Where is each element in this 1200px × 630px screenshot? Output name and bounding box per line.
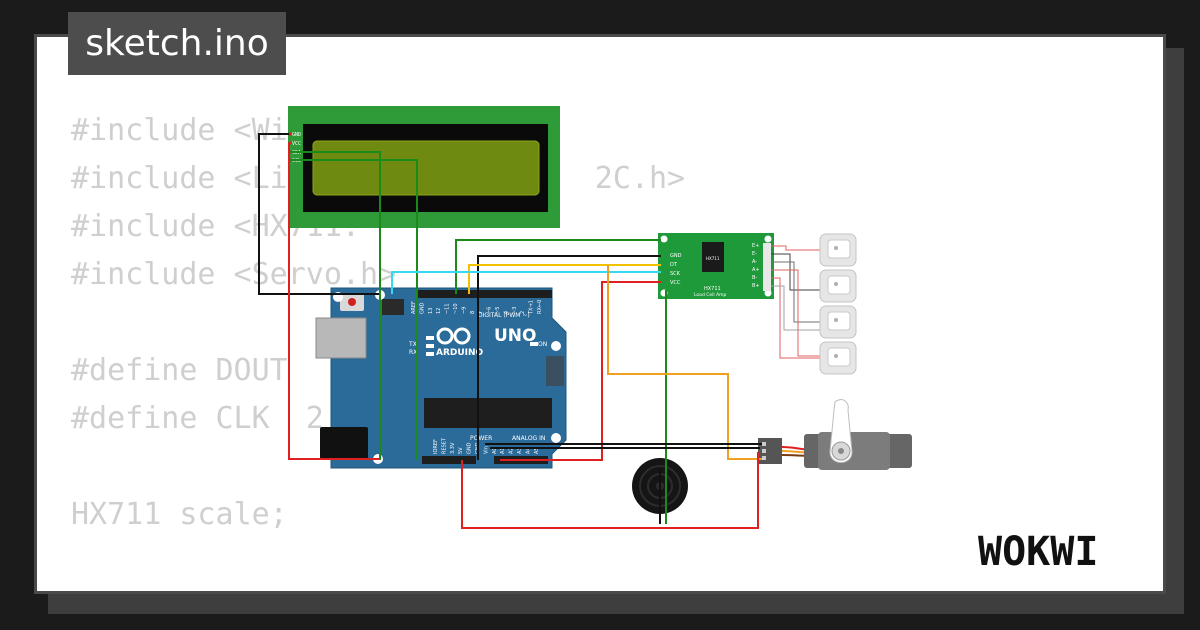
pin-label: ~6 — [487, 307, 493, 314]
power-label: POWER — [470, 435, 492, 442]
pin-label: IOREF — [433, 439, 439, 454]
pin-label: TX→1 — [529, 300, 535, 315]
wire-hx-vcc — [500, 281, 661, 461]
arduino-uno-board[interactable]: DIGITAL (PWM ~) UNO ARDUINO ON TX RX POW… — [315, 287, 567, 469]
pin-label: RX←0 — [537, 300, 543, 314]
code-line: #define CLK 2 — [71, 401, 324, 436]
load-cell-2[interactable] — [819, 269, 857, 303]
wire-lcd-vcc — [288, 143, 380, 460]
hx711-pin-label: B- — [752, 275, 757, 281]
code-line: HX711 scale; — [71, 497, 288, 532]
hx711-pin-label: GND — [670, 253, 682, 259]
pin-label: GND — [467, 442, 473, 454]
wires — [258, 133, 762, 529]
rx-label: RX — [409, 349, 417, 356]
hx711-pin-label: SCK — [670, 271, 681, 277]
code-preview: #include <Wi #include <Li 2C.h> #include <… — [71, 107, 686, 591]
wire-servo-power — [461, 452, 759, 529]
wire-lcd-scl — [289, 159, 418, 460]
lcd-pin-label: GND — [292, 132, 301, 138]
pin-label: RESET — [441, 437, 447, 454]
tx-label: TX — [408, 341, 417, 348]
load-cell-4[interactable] — [819, 341, 857, 375]
board-brand: ARDUINO — [436, 348, 484, 358]
lcd-pin-label: VCC — [292, 141, 301, 147]
wire-servo-signal — [607, 265, 762, 460]
pin-label: 2 — [520, 311, 526, 314]
wire-lcd-sda — [289, 151, 381, 460]
pin-label: ~3 — [512, 307, 518, 314]
wire-hx-sck-cyan — [391, 271, 661, 294]
pin-label: A0 — [492, 447, 498, 454]
hx711-title: HX711 — [704, 286, 721, 292]
code-line: #include <Servo.h> — [71, 257, 397, 292]
code-line: #include <Li 2C.h> — [71, 161, 686, 196]
hx711-pin-label: A- — [752, 259, 757, 265]
wokwi-logo-text: WOKWI — [978, 529, 1098, 575]
wire-hx-dt — [477, 255, 661, 460]
hx711-subtitle: Load Cell Amp — [694, 292, 727, 298]
pin-label: 3.3V — [450, 442, 456, 454]
hx711-module[interactable]: HX711 HX711 Load Cell Amp GND DT SCK VCC… — [658, 233, 774, 299]
wire-hx-gnd — [455, 239, 661, 294]
pin-label: 5V — [458, 447, 464, 454]
pin-label: 13 — [428, 308, 434, 314]
hx711-pin-label: DT — [670, 262, 678, 268]
hx711-chip-label: HX711 — [706, 256, 720, 261]
wire-hx-sck-yellow — [468, 264, 661, 294]
code-line: #define DOUT — [71, 353, 288, 388]
code-line: #include <Wi — [71, 113, 288, 148]
pin-label: 12 — [436, 308, 442, 314]
pin-label: GND — [419, 302, 425, 314]
pin-label: ~11 — [445, 303, 451, 314]
pin-label: ~10 — [453, 303, 459, 314]
pin-label: ~5 — [495, 307, 501, 314]
lcd-display[interactable]: GND VCC SDA SCL — [288, 106, 560, 228]
arduino-infinity-logo — [436, 327, 471, 345]
hx711-pin-label: B+ — [752, 283, 760, 289]
pin-label: A1 — [500, 447, 506, 454]
pin-label: A2 — [509, 447, 515, 454]
pin-label: 7 — [478, 311, 484, 314]
pin-label: ~9 — [461, 307, 467, 314]
wire-lcd-gnd — [258, 133, 380, 295]
board-model: UNO — [494, 326, 536, 346]
load-cell-3[interactable] — [819, 305, 857, 339]
hx711-pin-label: E- — [752, 251, 757, 257]
pin-label: A4 — [525, 447, 531, 454]
file-tab[interactable]: sketch.ino — [68, 12, 286, 75]
pin-label: 8 — [470, 311, 476, 314]
pin-label: 4 — [503, 311, 509, 314]
pin-label: Vin — [483, 446, 489, 454]
load-cell-wires — [771, 245, 822, 359]
analog-label: ANALOG IN — [512, 435, 545, 442]
hx711-pin-label: VCC — [670, 280, 681, 286]
servo-motor[interactable] — [758, 399, 912, 470]
hx711-pin-label: E+ — [752, 243, 759, 249]
pin-label: AREF — [411, 301, 417, 314]
preview-card: #include <Wi #include <Li 2C.h> #include <… — [34, 34, 1166, 594]
pin-label: A3 — [517, 447, 523, 454]
on-label: ON — [538, 341, 547, 348]
load-cell-1[interactable] — [819, 233, 857, 267]
wokwi-logo: WOKWI — [978, 529, 1098, 575]
pin-label: A5 — [534, 447, 540, 454]
digital-label: DIGITAL (PWM ~) — [478, 312, 530, 319]
hx711-pin-label: A+ — [752, 267, 760, 273]
